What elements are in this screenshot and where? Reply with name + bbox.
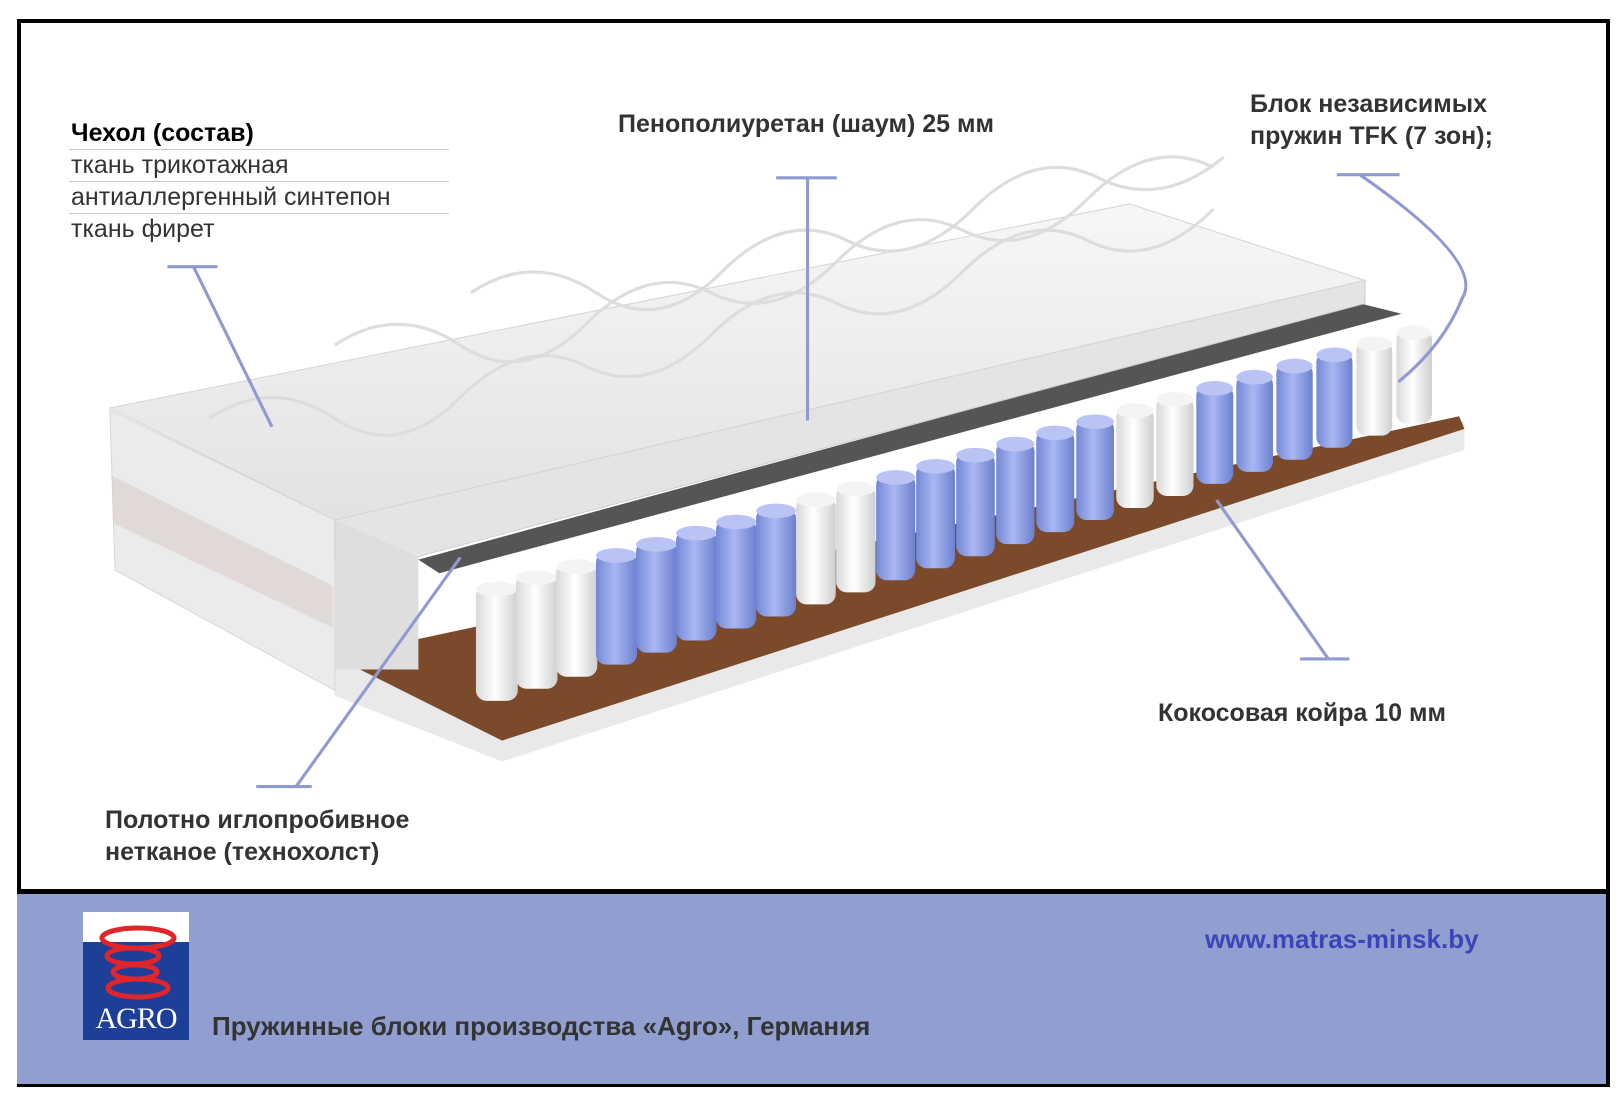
springs-label-line2: пружин TFK (7 зон); xyxy=(1250,122,1493,150)
felt-label-line1: Полотно иглопробивное xyxy=(105,806,410,834)
cover-title: Чехол (состав) xyxy=(69,118,449,150)
spring-pocket-top xyxy=(956,447,995,463)
mattress-top xyxy=(108,203,1367,521)
cover-item: ткань трикотажная xyxy=(69,150,449,182)
spring-pocket-top xyxy=(1316,347,1353,363)
spring-pocket-top xyxy=(515,570,558,586)
felt-layer xyxy=(418,303,1402,574)
spring-pocket xyxy=(916,463,955,569)
spring-pocket xyxy=(836,485,876,593)
spring-pocket xyxy=(1196,385,1234,484)
spring-pocket-top xyxy=(595,548,638,563)
spring-pocket xyxy=(595,552,638,665)
spring-pocket xyxy=(1116,407,1154,508)
agro-logo: AGRO xyxy=(83,912,189,1040)
spring-pocket-top xyxy=(1356,336,1393,352)
spring-pocket xyxy=(676,530,717,641)
website-link[interactable]: www.matras-minsk.by xyxy=(1205,924,1479,954)
coir-label: Кокосовая койра 10 мм xyxy=(1158,699,1446,727)
spring-pocket-top xyxy=(1036,425,1075,441)
logo-text: AGRO xyxy=(95,1002,177,1035)
spring-pocket xyxy=(956,452,995,557)
spring-pocket xyxy=(716,518,757,629)
spring-logo-icon xyxy=(99,925,177,1000)
spring-pocket xyxy=(1076,418,1114,521)
spring-pocket xyxy=(1316,351,1353,448)
spring-pocket xyxy=(996,440,1035,545)
spring-pocket-top xyxy=(1276,358,1313,374)
spring-pocket xyxy=(1156,396,1194,496)
spring-pocket xyxy=(1356,340,1393,436)
spring-pocket xyxy=(756,507,797,617)
spring-pocket-top xyxy=(475,581,518,597)
felt-label-line2: нетканое (технохолст) xyxy=(105,838,380,866)
spring-pocket-top xyxy=(1116,403,1154,418)
spring-pocket xyxy=(1276,362,1313,460)
cover-item: антиаллергенный синтепон xyxy=(69,182,449,214)
spring-pocket-top xyxy=(1396,325,1432,340)
spring-pocket xyxy=(1396,329,1432,424)
cover-composition-list: Чехол (состав) ткань трикотажная антиалл… xyxy=(69,118,449,245)
spring-pocket-top xyxy=(796,492,836,508)
spring-pocket-top xyxy=(555,559,598,574)
spring-pocket-top xyxy=(636,537,677,552)
spring-pocket-top xyxy=(1196,381,1234,396)
pointer-lines xyxy=(167,173,1468,789)
footer-caption: Пружинные блоки производства «Agro», Гер… xyxy=(212,1011,871,1041)
spring-pocket xyxy=(475,585,518,701)
footer-band xyxy=(17,889,1606,1084)
spring-pocket xyxy=(1236,374,1273,472)
spring-pocket-top xyxy=(676,525,717,541)
spring-pocket-top xyxy=(1236,369,1273,385)
spring-pocket-top xyxy=(836,481,876,496)
spring-pocket xyxy=(1036,429,1075,533)
spring-pocket-top xyxy=(876,470,916,485)
spring-pocket-top xyxy=(916,459,955,474)
spring-pocket xyxy=(555,563,598,677)
spring-pocket-top xyxy=(716,514,757,530)
spring-pocket xyxy=(796,496,836,605)
spring-pocket-top xyxy=(756,503,797,519)
cover-item: ткань фирет xyxy=(71,215,215,243)
foam-label: Пенополиуретан (шаум) 25 мм xyxy=(618,110,995,138)
spring-pocket xyxy=(515,574,558,689)
spring-pocket xyxy=(636,541,677,653)
spring-pocket-top xyxy=(1156,392,1194,407)
spring-pocket xyxy=(876,474,916,581)
springs-label-line1: Блок независимых xyxy=(1250,90,1488,118)
spring-pocket-top xyxy=(1076,414,1114,430)
spring-pocket-top xyxy=(996,436,1035,452)
